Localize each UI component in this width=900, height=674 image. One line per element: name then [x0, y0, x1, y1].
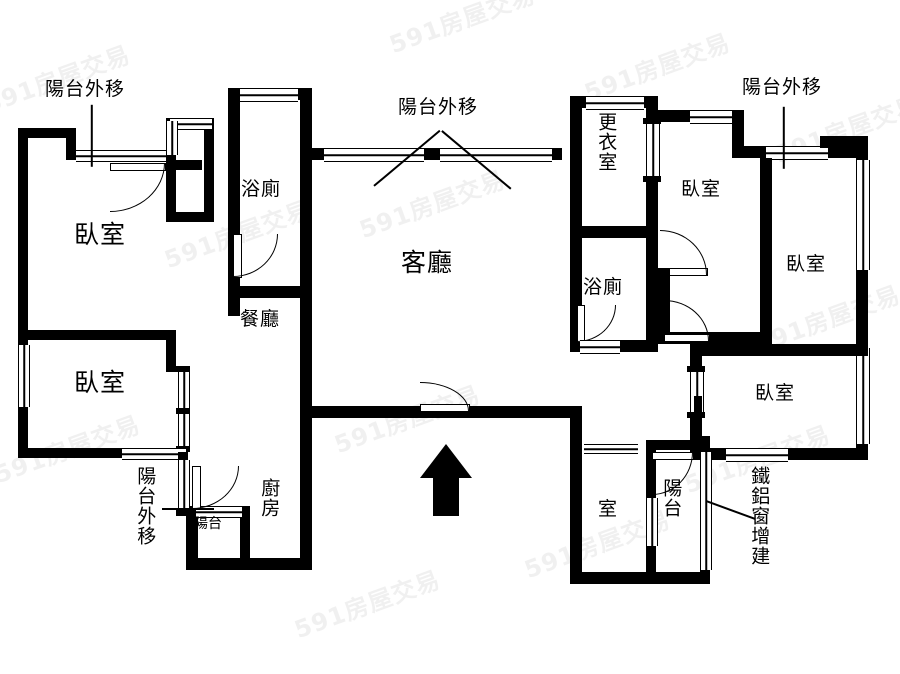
annotation-balcony-move-center: 陽台外移	[398, 96, 479, 118]
room-label-bedroom-mid-right: 臥室	[755, 382, 796, 404]
wall-left-outer	[18, 128, 28, 458]
room-label-bedroom-mid-left: 臥室	[74, 368, 127, 397]
wall-bathright-right	[646, 226, 658, 352]
annotation-balcony-move-left: 陽台外移	[45, 78, 126, 100]
window-mrbed-bottom	[726, 448, 788, 462]
wall-bath-left-outerbox-left	[228, 88, 240, 316]
window-corridor-top	[170, 118, 212, 130]
wall-ml-right-cap-top	[176, 366, 190, 372]
annotation-iron-window: 鐵鋁窗增建	[748, 466, 771, 566]
wall-br-stub-vert	[694, 396, 702, 442]
window-living-top-left	[324, 148, 424, 162]
wall-br-stub-cap	[690, 436, 710, 444]
wall-dining-right	[300, 286, 312, 416]
wall-kitchen-bottom	[186, 558, 312, 570]
watermark: 591房屋交易	[290, 565, 445, 645]
wall-trbed-divider	[690, 344, 868, 356]
annotation-balcony-move-right: 陽台外移	[742, 76, 823, 98]
wall-corridor-bottom	[166, 212, 214, 222]
window-dressing-right	[646, 122, 660, 178]
room-label-dressing: 更衣室	[595, 112, 618, 172]
window-br-balcony-right	[700, 452, 712, 570]
watermark: 591房屋交易	[385, 0, 540, 60]
wall-left-divider	[18, 330, 176, 340]
room-label-bedroom-top-right: 臥室	[786, 253, 827, 275]
window-right-outer-upper	[856, 160, 870, 270]
room-label-bath-right: 浴廁	[583, 276, 624, 298]
room-label-bedroom-top-center: 臥室	[681, 178, 722, 200]
window-corridor-left	[166, 121, 178, 155]
window-ml-bottom	[122, 448, 186, 460]
wall-ml-right-cap-mid	[176, 408, 190, 414]
room-label-kitchen: 廚房	[258, 478, 281, 518]
wall-ml-bottom	[18, 448, 188, 458]
window-left-outer	[18, 345, 30, 407]
wall-ml-right	[166, 330, 176, 372]
door-swing-arc	[192, 466, 239, 509]
room-label-br-balcony: 陽台	[660, 478, 683, 518]
window-tcbed-top	[690, 110, 738, 124]
wall-tl-right-stub	[166, 160, 202, 170]
door-swing-arc	[664, 300, 709, 341]
annotation-balcony-move-bottom: 陽台外移	[134, 466, 157, 546]
room-label-br-room: 室	[598, 498, 619, 520]
window-br-upper	[584, 444, 638, 454]
wall-tl-notch-top	[18, 128, 76, 138]
wall-tcbed-top-step-vert	[732, 110, 744, 146]
window-bathright-bottom	[580, 340, 620, 354]
door-swing-arc	[233, 234, 278, 277]
door-swing-arc	[110, 163, 165, 212]
room-label-bedroom-top-left: 臥室	[74, 220, 127, 249]
window-tcbed-top-right	[766, 146, 828, 160]
wall-left-balcony-cap	[176, 508, 190, 516]
wall-dressing-right-cap-bottom	[643, 176, 661, 182]
wall-kitchen-left	[186, 514, 198, 570]
room-label-small-balcony: 陽台	[194, 516, 222, 532]
wall-corridor-left	[166, 168, 176, 220]
wall-br-room-bottom	[570, 572, 710, 584]
wall-left-balcony-vert	[178, 452, 188, 460]
window-left-balcony	[178, 460, 190, 510]
leader-line-balcony-move-right	[783, 106, 785, 169]
room-label-living: 客廳	[401, 248, 454, 277]
wall-tcbed-right	[760, 158, 772, 344]
wall-tl-notch-vert	[66, 128, 76, 150]
wall-dressing-left	[570, 96, 582, 352]
room-label-dining: 餐廳	[240, 308, 281, 330]
wall-mrbed-left-cap-top	[687, 366, 705, 372]
window-tl-top	[76, 150, 170, 162]
window-bath-left-top	[240, 88, 298, 102]
wall-bath-left-outerbox-bottom	[228, 286, 312, 298]
window-br-room-right	[646, 498, 658, 546]
wall-kitchen-right	[300, 406, 312, 566]
window-living-top-right	[440, 148, 552, 162]
leader-line-balcony-move-left	[91, 104, 93, 167]
wall-small-balcony-right	[240, 506, 250, 560]
wall-corridor-right	[204, 118, 214, 222]
leader-line-balcony-move-bottom	[162, 508, 214, 510]
window-right-outer-lower	[856, 348, 870, 444]
window-ml-right-lower	[178, 412, 190, 448]
wall-dressing-bath-divider	[570, 226, 658, 238]
room-label-bath-left: 浴廁	[241, 178, 282, 200]
wall-br-room-left	[570, 440, 582, 584]
wall-bath-left-outerbox-right	[300, 88, 312, 316]
entrance-arrow-head	[420, 444, 472, 478]
entrance-arrow-shaft	[433, 476, 459, 516]
wall-dressing-right-cap-top	[643, 118, 661, 124]
watermark: 591房屋交易	[355, 165, 510, 245]
door-swing-arc	[577, 305, 616, 342]
wall-living-bottom-left	[312, 406, 582, 418]
window-ml-right-upper	[178, 370, 190, 410]
wall-br-balcony-top	[646, 440, 710, 450]
window-dressing-top	[586, 96, 644, 110]
